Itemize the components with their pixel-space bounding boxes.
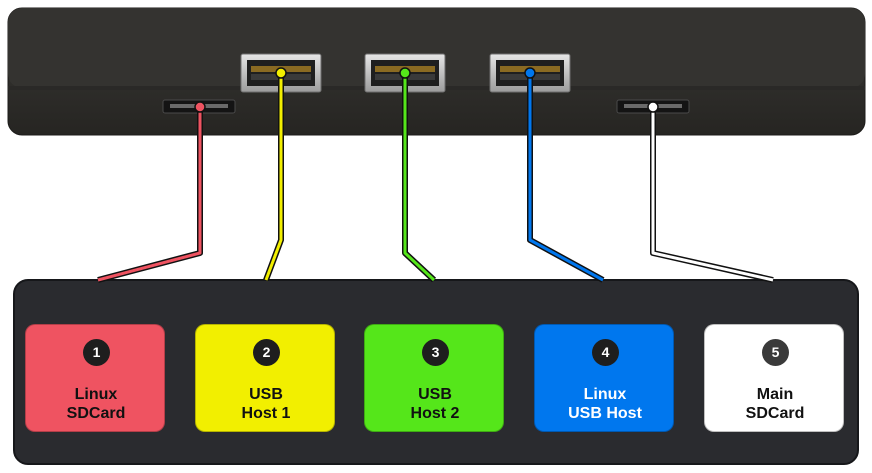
connector-dot	[275, 67, 287, 79]
port-box-usb-host-2: 3 USB Host 2	[364, 324, 504, 432]
port-label-line2: USB Host	[568, 405, 642, 422]
connector-dot	[524, 67, 536, 79]
leader-line-usb-host-2	[399, 67, 437, 283]
port-label-line1: Linux	[583, 386, 627, 403]
port-number-badge: 5	[762, 339, 789, 366]
leader-lines	[97, 67, 774, 283]
port-label-line2: Host 2	[410, 405, 460, 422]
leader-line-main-sdcard	[647, 101, 774, 283]
port-label-line1: Linux	[74, 386, 118, 403]
port-box-linux-sdcard: 1 Linux SDCard	[25, 324, 165, 432]
port-box-main-sdcard: 5 Main SDCard	[704, 324, 844, 432]
port-label-line1: USB	[249, 386, 283, 403]
port-number-badge: 2	[253, 339, 280, 366]
leader-line-linux-sdcard	[97, 101, 206, 283]
port-box-linux-usb-host: 4 Linux USB Host	[534, 324, 674, 432]
port-label: Linux SDCard	[26, 385, 166, 423]
port-number-badge: 4	[592, 339, 619, 366]
port-box-usb-host-1: 2 USB Host 1	[195, 324, 335, 432]
port-label: Linux USB Host	[535, 385, 675, 423]
port-label: Main SDCard	[705, 385, 845, 423]
port-label-line1: Main	[756, 386, 794, 403]
connector-dot	[194, 101, 206, 113]
port-label-line2: Host 1	[241, 405, 291, 422]
port-label: USB Host 2	[365, 385, 505, 423]
leader-line-usb-host-1	[263, 67, 287, 282]
connector-dot	[647, 101, 659, 113]
connector-dot	[399, 67, 411, 79]
port-number-badge: 1	[83, 339, 110, 366]
leader-line-linux-usb-host	[524, 67, 605, 283]
port-label-line1: USB	[418, 386, 452, 403]
port-number-badge: 3	[422, 339, 449, 366]
port-label-line2: SDCard	[745, 405, 805, 422]
port-label-line2: SDCard	[66, 405, 126, 422]
port-label: USB Host 1	[196, 385, 336, 423]
